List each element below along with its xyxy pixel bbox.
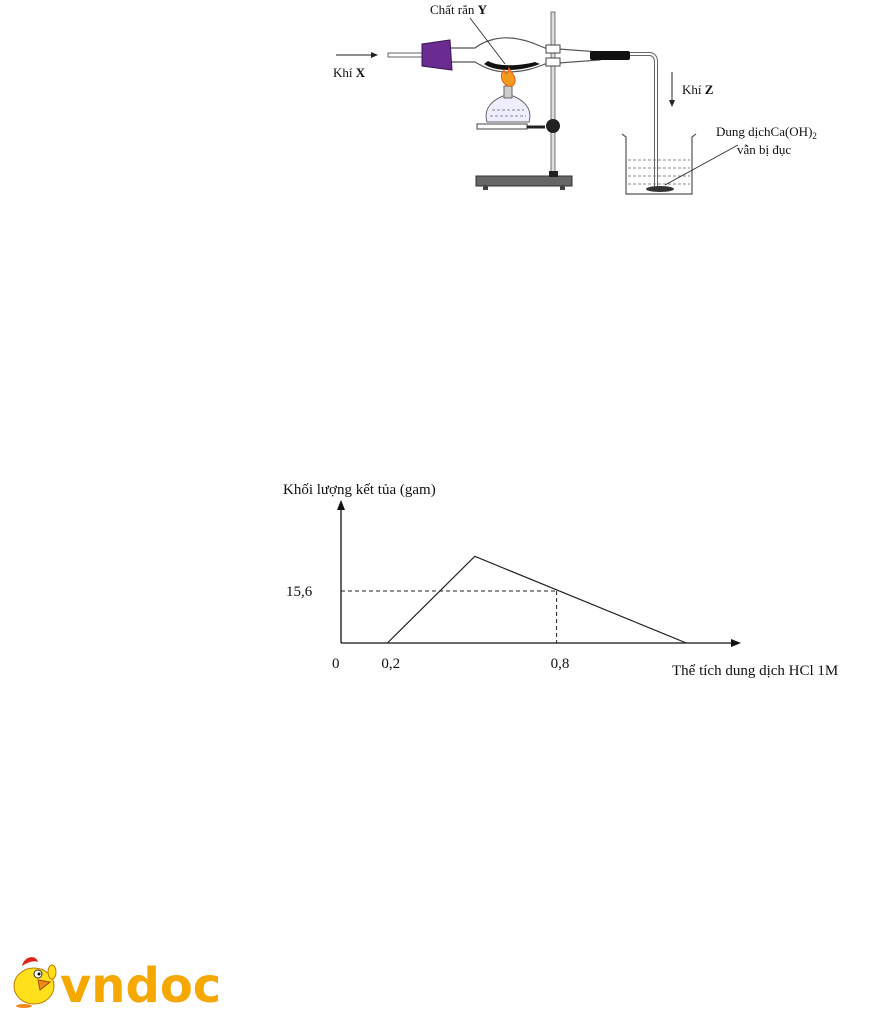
y-tick-label: 15,6 [286,584,313,600]
rubber-connector [590,51,630,60]
x-tick-label: 0,8 [551,656,570,672]
logo-text: vndoc [60,958,221,1008]
vndoc-logo: vndoc [4,950,224,1013]
gas-in-label: Khí X [333,65,366,80]
y-axis-arrow-icon [337,500,345,510]
chicken-mascot-icon [13,957,57,1008]
series-line [386,555,687,644]
alcohol-burner [485,85,531,123]
solution-state-label: vẫn bị đục [737,142,791,157]
solid-label: Chất rắn Y [430,2,488,17]
clamp [545,44,561,54]
beaker [621,133,697,195]
stopper [421,39,453,71]
flame-icon [500,66,516,87]
gas-out-label: Khí Z [682,82,714,97]
gas-out-arrow-icon [669,72,675,107]
x-tick-label: 0,2 [381,656,400,672]
solution-label: Dung dịchCa(OH)2 [716,124,817,141]
clamp [545,57,561,67]
apparatus-diagram: Khí X Chất rắn Y Khí Z Dun [333,2,817,195]
x-axis-label: Thể tích dung dịch HCl 1M [672,663,838,679]
stand-rod [550,11,556,178]
y-axis-label: Khối lượng kết tủa (gam) [283,482,436,498]
platform [476,123,528,130]
stand-base [475,175,573,187]
boss-head [546,119,560,133]
solid-y [484,61,540,70]
x-axis-arrow-icon [731,639,741,647]
precipitate-chart: Khối lượng kết tủa (gam) 0 Thể tích dung… [283,482,838,679]
origin-label: 0 [332,656,340,672]
gas-in-arrow-icon [336,52,378,58]
